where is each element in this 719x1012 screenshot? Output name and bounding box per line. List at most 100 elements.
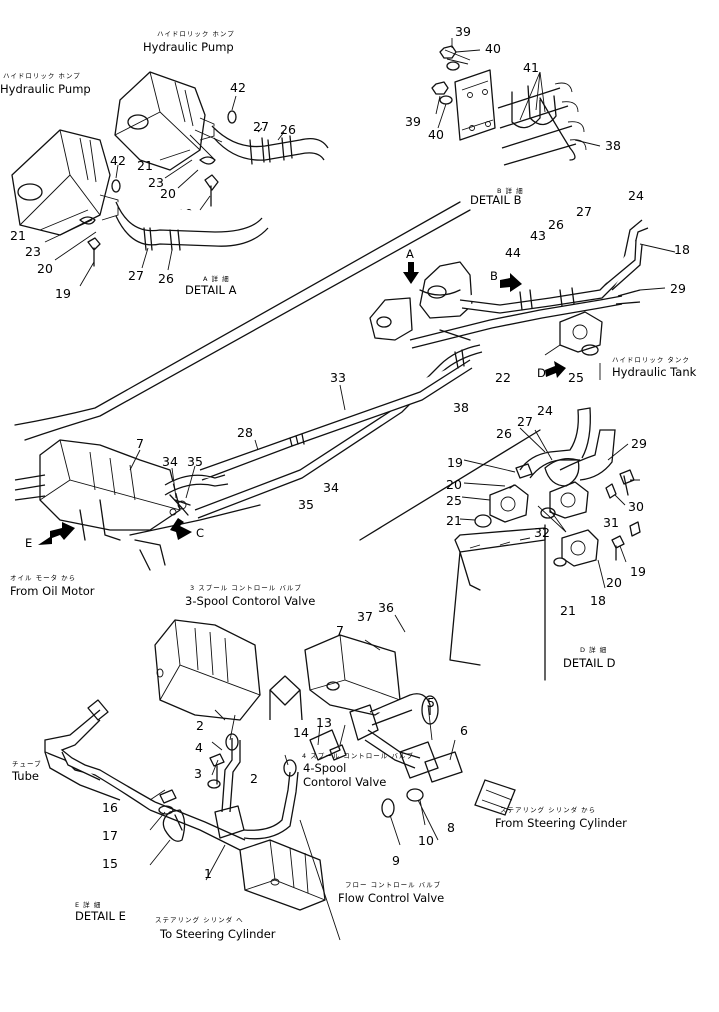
flow-control-jp: フロー コントロール バルブ bbox=[345, 880, 441, 889]
callout: 34 bbox=[323, 480, 339, 495]
callout: 25 bbox=[446, 493, 462, 508]
from-oil-motor-jp: オイル モータ から bbox=[10, 573, 76, 582]
detail-a-jp-label: A 詳 細 bbox=[203, 274, 230, 283]
hydraulic-pump-jp-1: ハイドロリック ホンプ bbox=[157, 30, 235, 38]
callout: 32 bbox=[534, 525, 550, 540]
tube-label: Tube bbox=[11, 769, 39, 783]
view-label-e: E bbox=[25, 536, 32, 550]
callout: 36 bbox=[378, 600, 394, 615]
callout: 27 bbox=[128, 268, 144, 283]
callout: 24 bbox=[628, 188, 644, 203]
callout: 9 bbox=[392, 853, 400, 868]
machine-frame-outline bbox=[14, 201, 546, 681]
callout: 39 bbox=[455, 24, 471, 39]
three-spool-label: 3-Spool Contorol Valve bbox=[185, 594, 315, 608]
hydraulic-pump-label-2: Hydraulic Pump bbox=[0, 82, 91, 96]
callout: 42 bbox=[110, 153, 126, 168]
three-spool-valve-assembly bbox=[14, 439, 229, 571]
callout: 42 bbox=[230, 80, 246, 95]
callout: 7 bbox=[136, 436, 144, 451]
detail-b-jp-label: B 詳 細 bbox=[497, 186, 524, 195]
callout: 35 bbox=[187, 454, 203, 469]
detail-a-label: DETAIL A bbox=[185, 283, 237, 297]
callout: 5 bbox=[427, 695, 435, 710]
detail-a-lower-pump bbox=[11, 129, 269, 287]
hydraulic-tank-detail bbox=[369, 219, 676, 380]
view-arrow-c bbox=[170, 518, 192, 540]
detail-e-label: DETAIL E bbox=[75, 909, 126, 923]
callout: 40 bbox=[428, 127, 444, 142]
hydraulic-pump-label-1: Hydraulic Pump bbox=[143, 40, 234, 54]
callout: 40 bbox=[485, 41, 501, 56]
callout: 14 bbox=[293, 725, 309, 740]
detail-d-label: DETAIL D bbox=[563, 656, 616, 670]
detail-e-valves-and-tubes bbox=[44, 614, 516, 941]
callout: 27 bbox=[576, 204, 592, 219]
callout: 27 bbox=[517, 414, 533, 429]
callout: 29 bbox=[670, 281, 686, 296]
callout: 13 bbox=[316, 715, 332, 730]
callout: 20 bbox=[606, 575, 622, 590]
callout: 21 bbox=[560, 603, 576, 618]
callout: 4 bbox=[195, 740, 203, 755]
main-pipe-run bbox=[194, 344, 483, 519]
from-steering-jp: ステアリング シリンダ から bbox=[500, 805, 596, 814]
callout: 37 bbox=[357, 609, 373, 624]
callout: 6 bbox=[460, 723, 468, 738]
view-label-a: A bbox=[406, 247, 414, 261]
detail-b-bracket bbox=[431, 38, 601, 166]
callout: 30 bbox=[628, 499, 644, 514]
view-arrow-e bbox=[38, 522, 75, 545]
callout: 25 bbox=[568, 370, 584, 385]
view-arrow-d bbox=[545, 361, 566, 378]
from-oil-motor-label: From Oil Motor bbox=[10, 584, 95, 598]
callout: 39 bbox=[405, 114, 421, 129]
detail-b-label: DETAIL B bbox=[470, 193, 522, 207]
detail-e-jp-label: E 詳 細 bbox=[75, 900, 101, 909]
callout: 21 bbox=[10, 228, 26, 243]
hydraulic-tank-jp: ハイドロリック タンク bbox=[612, 355, 690, 364]
callout: 20 bbox=[446, 477, 462, 492]
callout: 38 bbox=[605, 138, 621, 153]
four-spool-label-2: Contorol Valve bbox=[303, 775, 386, 789]
to-steering-jp: ステアリング シリンダ へ bbox=[155, 915, 244, 924]
view-label-b: B bbox=[490, 269, 498, 283]
callout: 41 bbox=[523, 60, 539, 75]
callout: 27 bbox=[253, 119, 269, 134]
flow-control-label: Flow Control Valve bbox=[338, 891, 444, 905]
callout: 21 bbox=[446, 513, 462, 528]
view-label-d: D bbox=[537, 366, 546, 380]
callout: 2 bbox=[250, 771, 258, 786]
to-steering-label: To Steering Cylinder bbox=[159, 927, 276, 941]
callout: 28 bbox=[237, 425, 253, 440]
view-arrow-b bbox=[500, 273, 522, 292]
detail-d-jp-label: D 詳 細 bbox=[580, 645, 607, 654]
callout: 18 bbox=[590, 593, 606, 608]
callout: 43 bbox=[530, 228, 546, 243]
callout: 19 bbox=[447, 455, 463, 470]
callout: 26 bbox=[280, 122, 296, 137]
callout: 26 bbox=[548, 217, 564, 232]
callout: 10 bbox=[418, 833, 434, 848]
callout: 17 bbox=[102, 828, 118, 843]
callout: 29 bbox=[631, 436, 647, 451]
callout: 38 bbox=[453, 400, 469, 415]
hydraulic-pump-jp-2: ハイドロリック ホンプ bbox=[3, 72, 81, 80]
callout: 16 bbox=[102, 800, 118, 815]
view-arrow-a bbox=[403, 262, 419, 284]
four-spool-label-1: 4-Spool bbox=[303, 761, 346, 775]
callout: 15 bbox=[102, 856, 118, 871]
callout: 8 bbox=[447, 820, 455, 835]
from-steering-label: From Steering Cylinder bbox=[495, 816, 627, 830]
callout: 24 bbox=[537, 403, 553, 418]
callout: 1 bbox=[204, 866, 212, 881]
callout: 19 bbox=[55, 286, 71, 301]
callout: 23 bbox=[25, 244, 41, 259]
callout: 34 bbox=[162, 454, 178, 469]
callout: 31 bbox=[603, 515, 619, 530]
callout: 2 bbox=[196, 718, 204, 733]
callout: 26 bbox=[496, 426, 512, 441]
callout: 7 bbox=[336, 623, 344, 638]
callout: 20 bbox=[160, 186, 176, 201]
callout: 22 bbox=[495, 370, 511, 385]
